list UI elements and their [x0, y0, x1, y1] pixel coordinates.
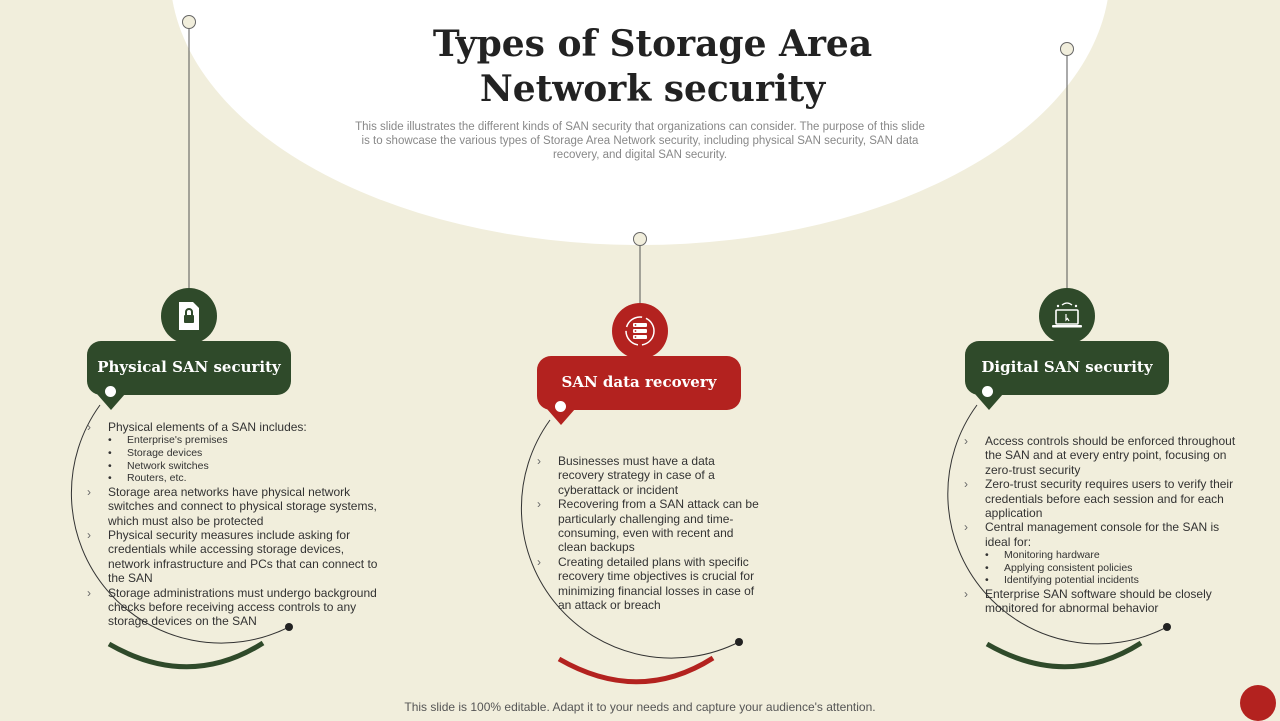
card-title: Digital SAN security [981, 358, 1153, 376]
sub-list-item: Monitoring hardware [985, 549, 1242, 562]
page-subtitle: This slide illustrates the different kin… [355, 121, 925, 161]
sub-list-item: Applying consistent policies [985, 562, 1242, 575]
card-san-data-recovery: SAN data recovery [537, 356, 741, 410]
arc-center-end-dot [735, 638, 743, 646]
list-item: Creating detailed plans with specific re… [537, 555, 761, 613]
connector-node-left [182, 15, 196, 29]
connector-node-center [633, 232, 647, 246]
card-dot [555, 401, 566, 412]
sub-list-item: Storage devices [108, 447, 387, 460]
laptop-network-icon [1039, 288, 1095, 344]
card-dot [105, 386, 116, 397]
sub-list-item: Network switches [108, 460, 387, 473]
sub-list-item: Enterprise's premises [108, 434, 387, 447]
list-item: Businesses must have a data recovery str… [537, 454, 761, 497]
card-tab [547, 409, 575, 425]
list-item: Recovering from a SAN attack can be part… [537, 497, 761, 555]
card-title: Physical SAN security [97, 358, 281, 376]
list-item: Storage area networks have physical netw… [87, 485, 387, 528]
corner-decoration [1240, 685, 1276, 721]
list-item: Physical elements of a SAN includes: Ent… [87, 420, 387, 485]
list-item: Storage administrations must undergo bac… [87, 586, 387, 629]
card-title: SAN data recovery [561, 373, 717, 391]
card-tab [975, 394, 1003, 410]
list-item: Enterprise SAN software should be closel… [964, 587, 1242, 616]
sub-list-item: Routers, etc. [108, 472, 387, 485]
list-item: Zero-trust security requires users to ve… [964, 477, 1242, 520]
card-dot [982, 386, 993, 397]
arc-center-accent [557, 655, 715, 685]
card-physical-san: Physical SAN security [87, 341, 291, 395]
content-physical-san: Physical elements of a SAN includes: Ent… [87, 420, 387, 629]
content-digital-san: Access controls should be enforced throu… [964, 434, 1242, 616]
list-item: Access controls should be enforced throu… [964, 434, 1242, 477]
footer-note: This slide is 100% editable. Adapt it to… [404, 700, 876, 714]
server-recovery-icon [612, 303, 668, 359]
arc-right-accent [985, 640, 1143, 670]
card-digital-san: Digital SAN security [965, 341, 1169, 395]
list-item: Physical security measures include askin… [87, 528, 387, 586]
lock-document-icon [161, 288, 217, 344]
page-title: Types of Storage Area Network security [432, 23, 873, 110]
connector-node-right [1060, 42, 1074, 56]
arc-right-end-dot [1163, 623, 1171, 631]
content-san-data-recovery: Businesses must have a data recovery str… [537, 454, 761, 612]
list-item: Central management console for the SAN i… [964, 520, 1242, 587]
card-tab [97, 394, 125, 410]
arc-left-accent [107, 640, 265, 670]
sub-list-item: Identifying potential incidents [985, 574, 1242, 587]
